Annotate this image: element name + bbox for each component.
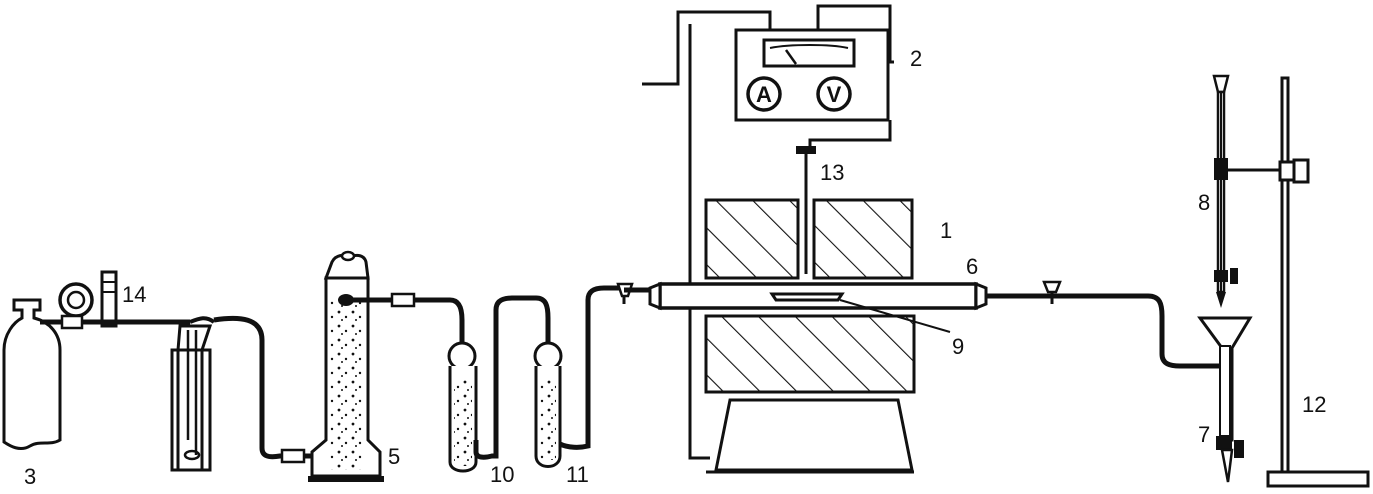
stopcock-left <box>618 284 650 304</box>
absorption-cell <box>1200 318 1250 482</box>
sample-boat <box>772 294 950 332</box>
u-tube-10 <box>449 298 548 471</box>
stopcock-right <box>1044 282 1060 304</box>
gas-tube <box>214 318 316 456</box>
label-8: 8 <box>1198 190 1211 215</box>
label-6: 6 <box>966 254 979 279</box>
furnace-stand <box>716 400 912 470</box>
gas-tube <box>986 296 1220 366</box>
gas-tube <box>346 300 462 348</box>
label-1: 1 <box>940 218 953 243</box>
label-3: 3 <box>24 464 37 489</box>
label-12: 12 <box>1302 392 1327 417</box>
label-2: 2 <box>910 46 923 71</box>
furnace-heater <box>706 200 914 392</box>
ammeter-dial: A <box>748 78 780 110</box>
bubbler-flask <box>172 318 214 470</box>
label-9: 9 <box>952 334 965 359</box>
label-14: 14 <box>122 282 147 307</box>
label-11: 11 <box>566 462 589 487</box>
label-13: 13 <box>820 160 845 185</box>
power-controller <box>736 30 894 120</box>
voltmeter-dial: V <box>818 78 850 110</box>
label-7: 7 <box>1198 422 1211 447</box>
gas-cylinder <box>4 300 60 449</box>
ammeter-symbol: A <box>756 82 772 107</box>
thermocouple <box>796 120 890 274</box>
ring-stand <box>1228 78 1368 486</box>
burette <box>1214 76 1238 308</box>
furnace-frame <box>642 6 914 472</box>
u-tube-11 <box>535 288 624 467</box>
label-5: 5 <box>388 444 401 469</box>
label-10: 10 <box>490 462 515 487</box>
drying-column <box>308 252 384 482</box>
voltmeter-symbol: V <box>827 82 842 107</box>
